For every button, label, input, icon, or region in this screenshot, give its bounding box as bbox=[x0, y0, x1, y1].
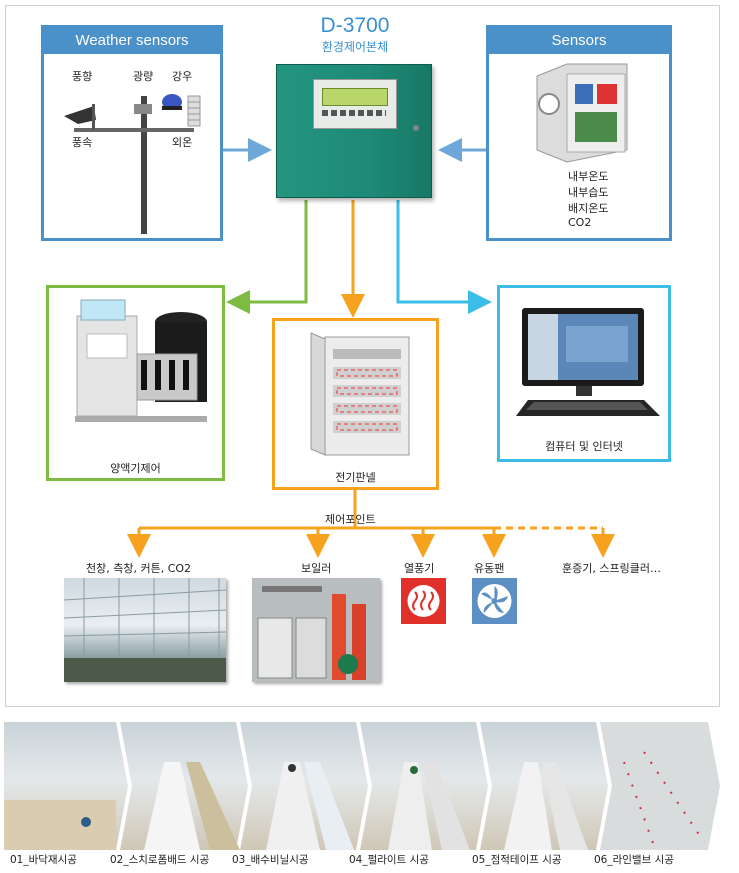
lock-icon bbox=[413, 125, 419, 131]
controller-title: D-3700 환경제어본체 bbox=[290, 14, 420, 55]
step-label-2: 02_스치로폼배드 시공 bbox=[110, 854, 210, 866]
electric-panel-icon bbox=[310, 332, 410, 456]
electric-panel-box: 전기판넬 bbox=[272, 318, 439, 490]
sensors-title: Sensors bbox=[489, 28, 669, 54]
computer-label: 컴퓨터 및 인터넷 bbox=[545, 440, 623, 453]
nutrient-machine-icon bbox=[75, 299, 207, 422]
heater-icon bbox=[401, 578, 446, 624]
controller-unit bbox=[276, 64, 432, 198]
control-points-label: 제어포인트 bbox=[325, 513, 376, 526]
output-heater: 열풍기 bbox=[404, 562, 435, 575]
sensor-item-inner-humidity: 내부습도 bbox=[568, 186, 609, 199]
output-fan: 유동팬 bbox=[474, 562, 505, 575]
heater-glyph bbox=[407, 585, 440, 617]
construction-steps-strip bbox=[4, 722, 720, 850]
output-boiler: 보일러 bbox=[301, 562, 332, 575]
nutrient-control-label: 양액기제어 bbox=[110, 462, 161, 475]
keypad bbox=[322, 110, 386, 116]
computer-icon bbox=[516, 308, 660, 416]
arrow-to-nutrient bbox=[226, 200, 308, 314]
step-photo-4 bbox=[360, 722, 488, 850]
greenhouse-roof-photo bbox=[64, 578, 226, 682]
weather-item-rain: 강우 bbox=[172, 70, 193, 83]
sensor-item-inner-temp: 내부온도 bbox=[568, 170, 609, 183]
controller-name: 환경제어본체 bbox=[321, 40, 389, 54]
electric-panel-label: 전기판넬 bbox=[335, 471, 376, 484]
step-label-4: 04_펄라이트 시공 bbox=[349, 854, 429, 866]
weather-sensors-title: Weather sensors bbox=[44, 28, 220, 54]
sensor-item-co2: CO2 bbox=[568, 216, 592, 229]
boiler-photo bbox=[252, 578, 380, 682]
step-label-1: 01_바닥재시공 bbox=[10, 854, 77, 866]
weather-sensors-box: Weather sensors 풍향 광량 강우 풍속 외온 bbox=[41, 25, 223, 241]
output-vents: 천창, 측창, 커튼, CO2 bbox=[86, 562, 192, 575]
lcd-screen bbox=[322, 88, 388, 106]
sensors-box: Sensors 내부온도 내부습도 배지온도 CO2 bbox=[486, 25, 672, 241]
weather-item-wind-direction: 풍향 bbox=[72, 70, 93, 83]
arrow-to-computer bbox=[396, 200, 492, 314]
weather-item-outside-temp: 외온 bbox=[172, 136, 193, 149]
weather-item-light: 광량 bbox=[133, 70, 154, 83]
sensor-cabinet-icon bbox=[536, 63, 628, 163]
weather-station-icon bbox=[64, 94, 201, 234]
greenhouse-structure bbox=[64, 578, 226, 682]
fan-glyph bbox=[477, 584, 512, 618]
fan-icon bbox=[472, 578, 517, 624]
step-photo-6 bbox=[600, 722, 720, 850]
step-photo-3 bbox=[240, 722, 368, 850]
nutrient-control-box: 양액기제어 bbox=[46, 285, 225, 481]
computer-box: 컴퓨터 및 인터넷 bbox=[497, 285, 671, 462]
controller-panel bbox=[313, 79, 397, 129]
boiler-equipment bbox=[252, 578, 380, 682]
weather-item-wind-speed: 풍속 bbox=[72, 136, 93, 149]
step-label-6: 06_라인밸브 시공 bbox=[594, 854, 674, 866]
output-sprinkler: 훈증기, 스프링클러… bbox=[562, 562, 661, 575]
controller-model: D-3700 bbox=[320, 14, 390, 37]
sensor-item-media-temp: 배지온도 bbox=[568, 202, 609, 215]
step-label-3: 03_배수비닐시공 bbox=[232, 854, 309, 866]
step-label-5: 05_점적테이프 시공 bbox=[472, 854, 562, 866]
step-photo-1 bbox=[4, 722, 128, 850]
step-photo-2 bbox=[120, 722, 248, 850]
step-photo-5 bbox=[480, 722, 608, 850]
